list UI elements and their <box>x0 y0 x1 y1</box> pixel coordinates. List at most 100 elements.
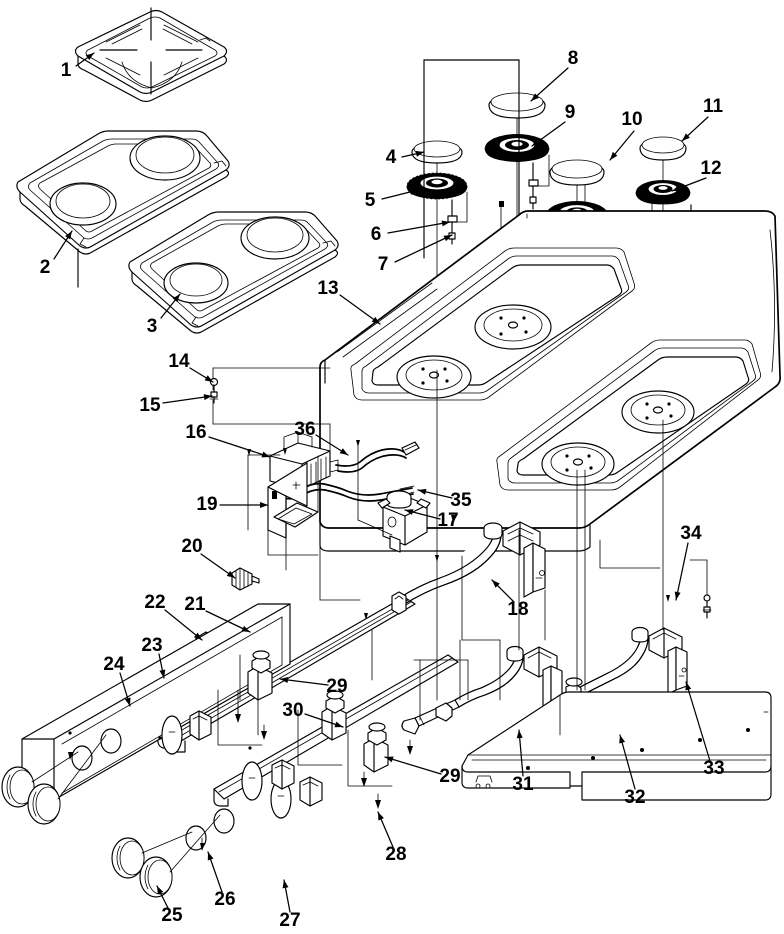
control-knob[interactable] <box>27 783 61 825</box>
callout-leader-line <box>162 395 213 404</box>
burner-valve <box>363 722 389 773</box>
part-burner-grate <box>74 7 228 103</box>
callout-arrowhead <box>415 150 424 157</box>
callout-number: 21 <box>184 594 206 615</box>
callout-arrowhead <box>405 509 414 515</box>
callout-knob-shaft-pin: 26 <box>207 851 236 910</box>
callout-number: 22 <box>144 592 165 613</box>
callout-orifice-fitting: 20 <box>181 536 236 579</box>
callout-number: 13 <box>317 278 338 299</box>
callout-number: 23 <box>141 635 162 656</box>
part-control-knobs <box>1 734 221 898</box>
callout-burner-head-small-right: 12 <box>671 158 722 192</box>
hidden-panel-outlines <box>217 639 561 787</box>
part-burner-tube-left-rear <box>391 521 546 615</box>
callout-arrowhead <box>674 591 681 600</box>
callout-arrowhead <box>159 669 166 678</box>
callout-arrowhead <box>260 502 268 508</box>
callout-arrowhead <box>516 730 523 739</box>
callout-spark-module-lead: 36 <box>294 419 349 456</box>
callout-burner-valve-alt: 30 <box>282 700 344 728</box>
part-spark-module-lead <box>335 441 420 473</box>
callout-arrowhead <box>172 294 180 303</box>
callout-number: 33 <box>703 758 724 779</box>
callout-leader-line <box>530 67 569 102</box>
part-burner-box-right <box>128 211 339 334</box>
callout-arrowhead <box>282 880 289 889</box>
callout-number: 7 <box>378 254 389 275</box>
callout-burner-cap-small-front: 10 <box>609 109 643 161</box>
part-mounting-bracket <box>267 455 319 556</box>
callout-arrowhead <box>193 632 202 640</box>
callout-manifold-pipe: 21 <box>184 594 251 633</box>
callout-arrowhead <box>610 151 618 160</box>
callout-valve-stem-clip: 23 <box>141 635 166 679</box>
callout-number: 9 <box>565 102 576 123</box>
callout-number: 4 <box>386 147 397 168</box>
cooktop-well-right <box>496 339 762 491</box>
burner-valve <box>247 650 273 701</box>
callout-arrowhead <box>409 189 418 195</box>
callout-number: 8 <box>568 48 579 69</box>
control-knob[interactable] <box>139 856 173 898</box>
callout-leader-line <box>339 294 381 325</box>
part-orifice-fitting <box>227 567 260 591</box>
burner-opening-left-front <box>396 355 472 399</box>
callout-arrowhead <box>619 735 626 744</box>
callout-burner-cap-large: 4 <box>386 147 425 168</box>
callout-burner-cap-small-right: 11 <box>681 96 724 142</box>
part-pressure-regulator <box>377 490 431 553</box>
part-main-cooktop <box>319 59 781 552</box>
callout-arrowhead <box>124 697 131 706</box>
callout-arrowhead <box>65 231 72 240</box>
callout-leader-line <box>205 610 251 633</box>
callout-manifold-screw: 28 <box>377 811 407 865</box>
callout-control-panel: 27 <box>279 879 301 931</box>
part-base-panel <box>461 691 772 801</box>
callout-arrowhead <box>385 756 394 763</box>
part-burner-valves <box>189 650 389 807</box>
callout-number: 34 <box>680 523 702 544</box>
callout-leader-line <box>387 221 451 234</box>
callout-number: 36 <box>294 419 315 440</box>
cooktop-well-left <box>350 247 636 401</box>
callout-arrowhead <box>685 682 692 691</box>
callout-leader-line <box>279 678 329 686</box>
callout-arrowhead <box>672 185 681 191</box>
callout-number: 28 <box>385 844 406 865</box>
callout-leader-line <box>619 734 636 790</box>
callout-base-panel: 32 <box>619 734 646 808</box>
callout-number: 11 <box>703 96 724 117</box>
control-knob[interactable] <box>111 837 145 879</box>
assembly-guide-lines <box>247 369 438 571</box>
callout-number: 25 <box>161 905 183 926</box>
part-cooktop-screws <box>209 377 219 404</box>
part-burner-tube-front <box>401 645 563 735</box>
callout-manifold-bracket: 22 <box>144 592 203 641</box>
callout-arrowhead <box>531 93 539 101</box>
burner-opening-right-rear <box>621 390 695 434</box>
callout-number: 3 <box>147 316 158 337</box>
callout-spark-module: 16 <box>185 422 271 458</box>
callout-bracket-screw: 34 <box>674 523 702 601</box>
callout-arrowhead <box>280 677 289 683</box>
burner-valve <box>271 759 295 790</box>
callout-arrowhead <box>226 570 235 578</box>
part-bracket-screws <box>689 559 712 619</box>
assembly-phantom-lines <box>212 367 331 469</box>
callout-arrowhead <box>157 886 164 895</box>
callout-number: 31 <box>512 774 534 795</box>
callout-spark-igniter: 6 <box>371 220 451 245</box>
control-knob[interactable] <box>1 766 35 808</box>
callout-arrowhead <box>532 138 541 146</box>
callout-number: 27 <box>279 910 300 931</box>
callout-arrowhead <box>241 625 250 632</box>
callout-number: 1 <box>61 60 72 81</box>
callout-leader-line <box>685 681 711 762</box>
part-control-panel <box>21 603 291 851</box>
callout-arrowhead <box>378 812 384 821</box>
callout-number: 2 <box>40 257 51 278</box>
callout-arrowhead <box>443 235 452 242</box>
